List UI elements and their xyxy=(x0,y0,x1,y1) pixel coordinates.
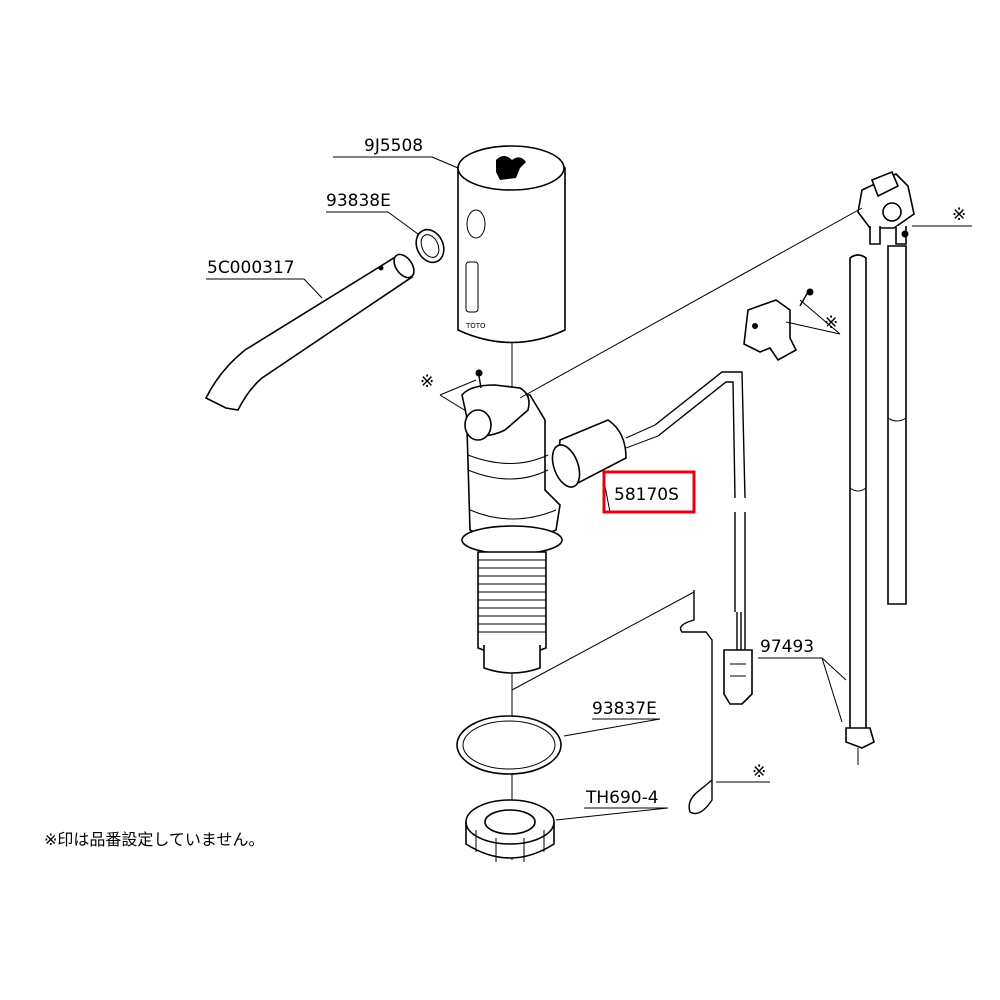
valve-body-part xyxy=(461,384,563,555)
part-label-5c000317: 5C000317 xyxy=(207,258,295,278)
wire-clip-part xyxy=(679,590,713,815)
solenoid-part xyxy=(551,419,659,488)
part-label-93838e: 93838E xyxy=(326,191,391,211)
footnote: ※印は品番設定していません。 xyxy=(44,830,264,849)
part-label-58170s: 58170S xyxy=(614,485,679,505)
unnumbered-marker: ※ xyxy=(952,205,966,225)
part-label-97493: 97493 xyxy=(760,637,814,657)
leader-lines xyxy=(206,156,972,821)
mounting-bracket-part xyxy=(743,288,814,362)
unnumbered-marker: ※ xyxy=(420,372,434,392)
unnumbered-marker: ※ xyxy=(752,762,766,782)
part-label-9j5508: 9J5508 xyxy=(364,136,423,156)
sensor-cover-part: TOTO xyxy=(457,145,566,344)
hose-tube-part xyxy=(845,245,907,765)
highlight-box xyxy=(602,470,696,514)
part-label-th690-4: TH690-4 xyxy=(585,788,659,808)
spout-pipe-part xyxy=(204,253,415,411)
unnumbered-marker: ※ xyxy=(824,313,838,333)
wire-harness-part xyxy=(654,371,753,705)
threaded-shank-part xyxy=(477,551,547,674)
svg-text:TOTO: TOTO xyxy=(465,322,486,330)
small-o-ring-part xyxy=(415,228,445,264)
large-o-ring-part xyxy=(456,715,562,775)
lock-nut-part xyxy=(465,799,555,862)
part-label-93837e: 93837E xyxy=(592,699,657,719)
sensor-head-part xyxy=(857,170,915,245)
